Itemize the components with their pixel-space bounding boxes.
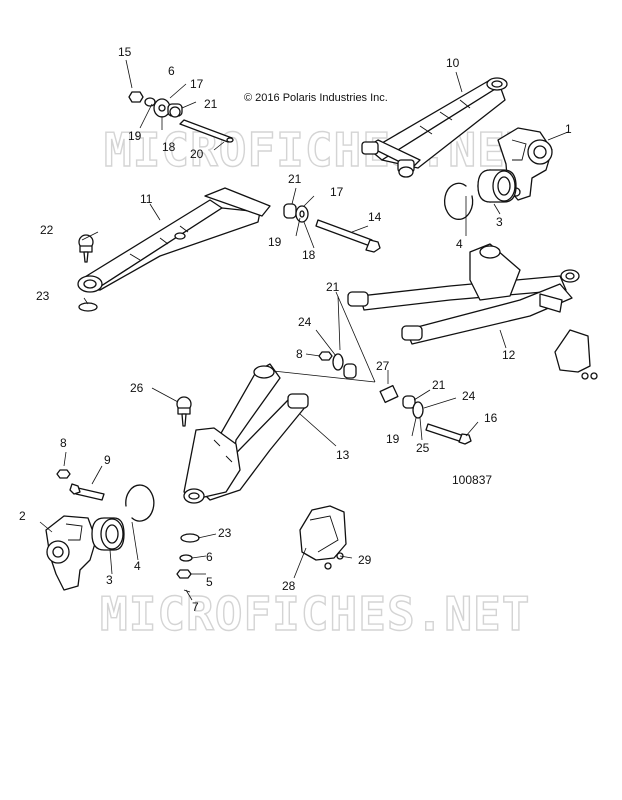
callout-19-right: 19 bbox=[386, 432, 400, 446]
guard-plate-left bbox=[299, 505, 347, 570]
callout-8-left: 8 bbox=[60, 436, 67, 450]
callout-23-upper: 23 bbox=[36, 289, 50, 303]
callout-26: 26 bbox=[130, 381, 144, 395]
callout-3-left: 3 bbox=[106, 573, 113, 587]
pivot-shaft bbox=[179, 119, 234, 143]
callout-10: 10 bbox=[446, 56, 460, 70]
callout-22: 22 bbox=[40, 223, 54, 237]
callout-8-mid: 8 bbox=[296, 347, 303, 361]
callout-9: 9 bbox=[104, 453, 111, 467]
wheel-bearing-left bbox=[91, 517, 125, 551]
ball-joint-lower bbox=[176, 396, 192, 427]
callout-labels: 1 2 3 3 4 4 5 6 6 7 8 8 9 10 11 12 13 14… bbox=[19, 45, 572, 614]
callout-17-mid: 17 bbox=[330, 185, 344, 199]
lower-a-arm-left bbox=[183, 363, 309, 504]
top-left-hardware bbox=[128, 91, 183, 118]
callout-28: 28 bbox=[282, 579, 296, 593]
callout-6-bottom: 6 bbox=[206, 550, 213, 564]
callout-25: 25 bbox=[416, 441, 430, 455]
wheel-bearing-right bbox=[477, 169, 517, 203]
callout-21-lower: 21 bbox=[326, 280, 340, 294]
callout-27: 27 bbox=[376, 359, 390, 373]
callout-17-top: 17 bbox=[190, 77, 204, 91]
upper-a-arm-left bbox=[77, 187, 271, 293]
hardware-8-9-left bbox=[56, 469, 105, 501]
callout-21-top: 21 bbox=[204, 97, 218, 111]
steering-knuckle-left bbox=[45, 515, 97, 591]
callout-12: 12 bbox=[502, 348, 516, 362]
callout-14: 14 bbox=[368, 210, 382, 224]
o-ring-upper bbox=[78, 302, 98, 312]
watermark-bottom: MICROFICHES.NET bbox=[100, 587, 530, 641]
callout-21-right: 21 bbox=[432, 378, 446, 392]
callout-18-mid: 18 bbox=[302, 248, 316, 262]
lower-a-arm-right bbox=[347, 243, 580, 345]
callout-19-top: 19 bbox=[128, 129, 142, 143]
snap-ring-left bbox=[125, 484, 155, 522]
callout-5: 5 bbox=[206, 575, 213, 589]
callout-19-mid: 19 bbox=[268, 235, 282, 249]
ball-joint-upper bbox=[78, 234, 94, 263]
leader-lines bbox=[39, 59, 569, 601]
callout-18-top: 18 bbox=[162, 140, 176, 154]
callout-6-top: 6 bbox=[168, 64, 175, 78]
diagram-id: 100837 bbox=[452, 473, 492, 487]
callout-13: 13 bbox=[336, 448, 350, 462]
callout-4-right: 4 bbox=[456, 237, 463, 251]
callout-24-mid: 24 bbox=[298, 315, 312, 329]
connector-lines bbox=[263, 291, 376, 383]
hardware-8-24 bbox=[318, 351, 357, 379]
callout-16: 16 bbox=[484, 411, 498, 425]
callout-11: 11 bbox=[140, 192, 153, 206]
hardware-lower-center bbox=[176, 533, 200, 593]
callout-7: 7 bbox=[192, 600, 199, 614]
callout-23-lower: 23 bbox=[218, 526, 232, 540]
callout-1: 1 bbox=[565, 122, 572, 136]
callout-20: 20 bbox=[190, 147, 204, 161]
copyright-notice: © 2016 Polaris Industries Inc. bbox=[244, 92, 388, 104]
callout-21-mid: 21 bbox=[288, 172, 302, 186]
upper-a-arm-right bbox=[361, 77, 508, 178]
callout-2: 2 bbox=[19, 509, 26, 523]
hardware-right-lower bbox=[379, 384, 472, 445]
callout-3-right: 3 bbox=[496, 215, 503, 229]
callout-29: 29 bbox=[358, 553, 372, 567]
mid-hardware bbox=[283, 203, 381, 253]
callout-4-left: 4 bbox=[134, 559, 141, 573]
callout-15: 15 bbox=[118, 45, 132, 59]
guard-plate-right bbox=[554, 329, 598, 380]
callout-24-right: 24 bbox=[462, 389, 476, 403]
snap-ring-right bbox=[443, 182, 474, 220]
